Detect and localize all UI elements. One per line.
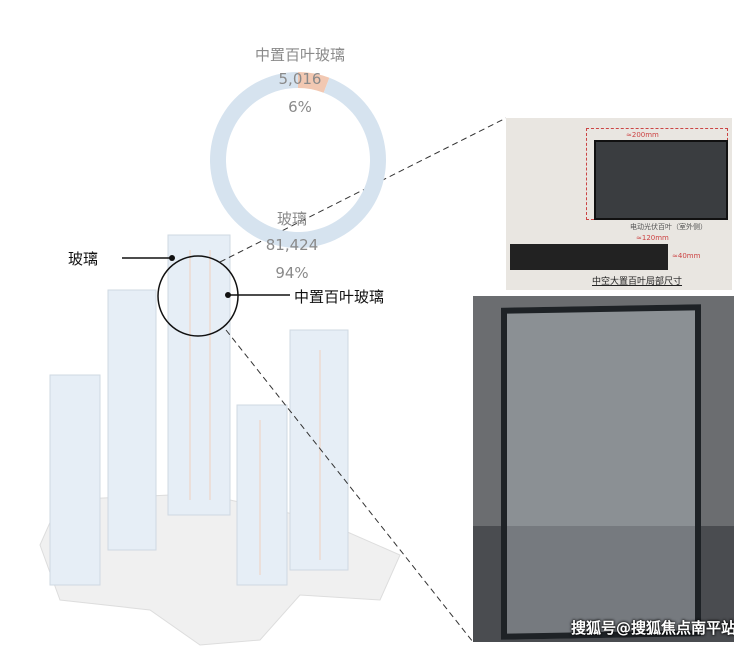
- glass-panel-photo: 搜狐号@搜狐焦点南平站: [473, 296, 734, 642]
- dim-width: ≈200mm: [626, 131, 659, 139]
- photo-caption: 中空大置百叶局部尺寸: [592, 277, 683, 287]
- tower-5: [289, 329, 349, 571]
- blind-detail-photo: ≈200mm 电动光伏百叶（室外侧） ≈120mm ≈40mm 中空大置百叶局部…: [506, 118, 732, 290]
- tower-4: [236, 404, 288, 586]
- towers: [49, 234, 349, 586]
- slice-percent-blind-glass: 6%: [288, 98, 312, 116]
- tower-2: [107, 289, 157, 551]
- dim-depth: ≈120mm: [636, 234, 669, 242]
- watermark: 搜狐号@搜狐焦点南平站: [570, 619, 734, 637]
- callout-glass: 玻璃: [68, 250, 99, 268]
- slice-label-blind-glass: 中置百叶玻璃: [254, 46, 345, 64]
- slice-label-glass: 玻璃: [276, 210, 307, 228]
- callout-blind-glass: 中置百叶玻璃: [294, 288, 385, 306]
- tower-3: [167, 234, 231, 516]
- tower-1: [49, 374, 101, 586]
- slice-percent-glass: 94%: [275, 264, 309, 282]
- slice-value-blind-glass: 5,016: [278, 70, 322, 88]
- slice-value-glass: 81,424: [265, 236, 319, 254]
- dim-note: 电动光伏百叶（室外侧）: [630, 223, 707, 231]
- zoom-circle: [157, 255, 239, 337]
- donut-slice-0: [298, 72, 330, 93]
- dim-height: ≈40mm: [672, 252, 701, 260]
